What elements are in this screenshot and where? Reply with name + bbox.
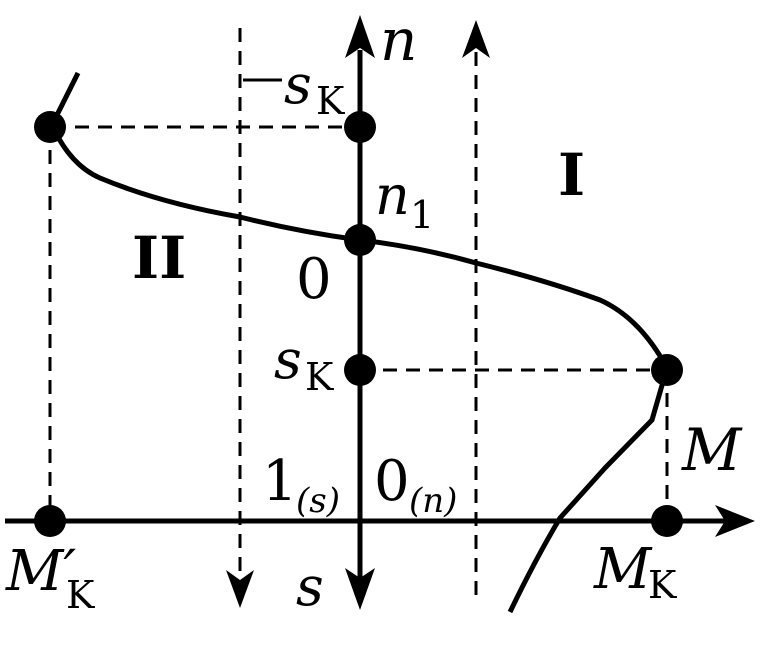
m-axis-arrow — [715, 505, 755, 537]
zero-n-label: 0 — [374, 449, 410, 514]
point-n1 — [344, 224, 376, 256]
sk-top-label: s — [284, 53, 312, 116]
mk-subscript: K — [648, 563, 677, 607]
sk-top-subscript: K — [316, 79, 345, 123]
sk-mid-subscript: K — [305, 355, 334, 399]
s-axis-label: s — [296, 555, 324, 618]
n1-label: n — [375, 164, 410, 227]
n1-subscript: 1 — [410, 193, 434, 237]
mk-prime-subscript: K — [66, 573, 95, 617]
point-mk-curve — [651, 354, 683, 386]
sk-mid-label: s — [274, 328, 302, 391]
point-mk-axis — [651, 505, 683, 537]
zero-label: 0 — [296, 247, 332, 312]
one-s-label: 1 — [262, 449, 298, 514]
region-two-label: II — [132, 224, 186, 292]
point-sk-mid — [344, 354, 376, 386]
left-dashed-arrow — [226, 570, 254, 608]
one-s-subscript: (s) — [296, 481, 340, 521]
n-axis-label: n — [380, 6, 417, 74]
s-axis-arrow — [345, 568, 375, 610]
point-mk-prime-axis — [34, 505, 66, 537]
point-mk-prime-top — [34, 111, 66, 143]
mk-prime-label: M′ — [5, 539, 76, 604]
point-sk-top — [344, 111, 376, 143]
right-dashed-arrow — [462, 20, 490, 58]
mk-label: M — [593, 537, 653, 602]
zero-n-subscript: (n) — [409, 481, 457, 521]
region-one-label: I — [558, 141, 585, 209]
m-axis-label: M — [681, 416, 743, 484]
n-axis-arrow — [345, 15, 375, 58]
